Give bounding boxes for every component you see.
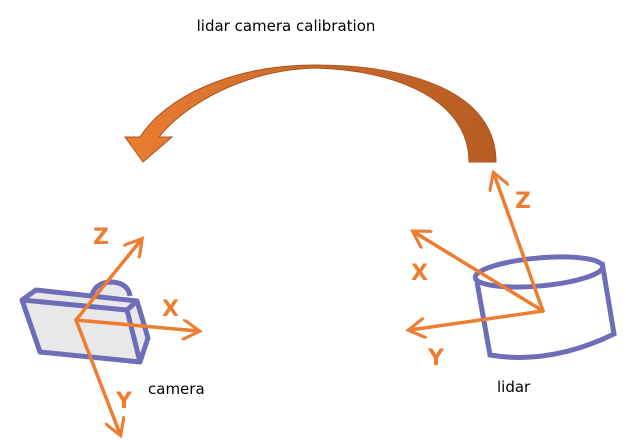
- camera-y-axis-arrow: [74, 318, 120, 434]
- lidar-x-label: X: [411, 261, 428, 286]
- lidar-icon: [472, 254, 617, 360]
- camera-z-axis-arrow: [74, 240, 141, 322]
- lidar-label: lidar: [497, 378, 531, 396]
- lidar-axes: [410, 174, 545, 330]
- lidar-z-axis-arrow: [494, 174, 545, 313]
- camera-axes: [74, 240, 198, 434]
- lidar-y-axis-arrow: [410, 309, 545, 330]
- camera-z-label: Z: [93, 225, 109, 250]
- camera-label: camera: [148, 380, 205, 398]
- camera-icon: [19, 279, 151, 365]
- calibration-arc-arrow: [124, 64, 497, 163]
- camera-x-axis-arrow: [74, 318, 198, 331]
- lidar-y-label: Y: [427, 346, 445, 371]
- camera-x-label: X: [162, 297, 179, 322]
- diagram-title: lidar camera calibration: [197, 17, 376, 35]
- camera-y-label: Y: [115, 389, 133, 414]
- lidar-x-axis-arrow: [414, 232, 545, 313]
- lidar-z-label: Z: [515, 189, 531, 214]
